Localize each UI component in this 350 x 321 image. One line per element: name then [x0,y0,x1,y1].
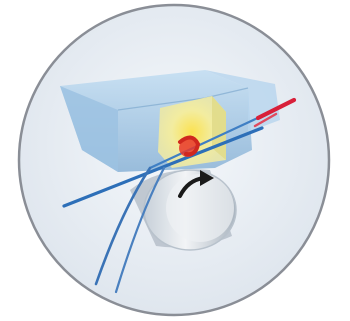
heat-spot [179,137,198,157]
